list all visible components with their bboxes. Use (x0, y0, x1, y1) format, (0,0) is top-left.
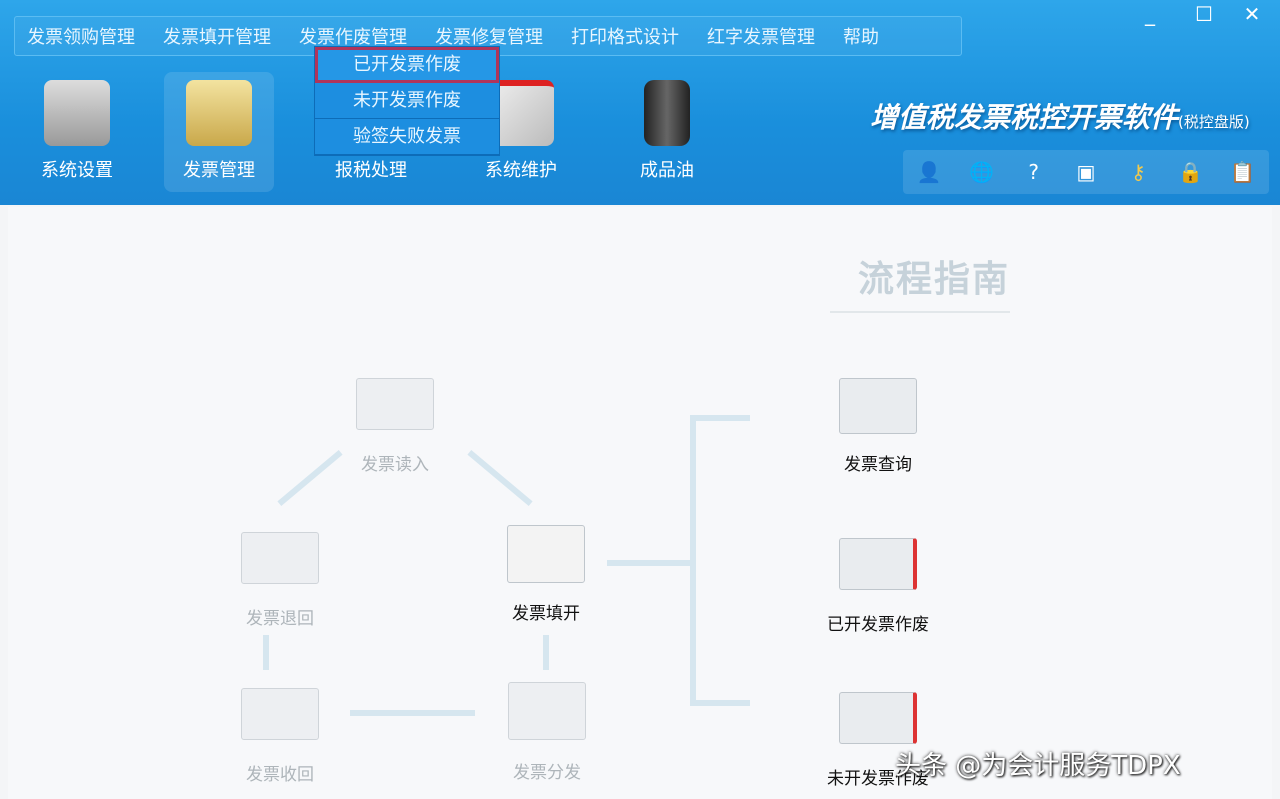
minimize-button[interactable]: _ (1145, 2, 1155, 26)
node-void-unissued[interactable]: 未开发票作废 (808, 692, 948, 789)
node-read[interactable]: 发票读入 (325, 378, 465, 475)
settings-icon (44, 80, 110, 146)
quick-toolbar: 👤 🌐 ? ▣ ⚷ 🔒 📋 (903, 150, 1269, 194)
menu-purchase[interactable]: 发票领购管理 (27, 27, 135, 48)
node-label: 发票读入 (361, 455, 429, 475)
tool-label: 系统维护 (485, 160, 557, 181)
guide-title: 流程指南 (858, 259, 1011, 300)
flow-arrow (690, 415, 750, 421)
dropdown-void-unissued[interactable]: 未开发票作废 (315, 83, 499, 119)
flow-arrow (350, 710, 475, 716)
clipboard-icon[interactable]: 📋 (1230, 160, 1256, 184)
invoice-recover-icon (241, 688, 319, 740)
globe-icon[interactable]: 🌐 (968, 160, 994, 184)
invoice-void-icon (839, 538, 917, 590)
tool-label: 发票管理 (183, 160, 255, 181)
void-dropdown-menu: 已开发票作废 未开发票作废 验签失败发票 (314, 46, 500, 156)
flow-arrow (263, 635, 269, 670)
menu-repair[interactable]: 发票修复管理 (435, 27, 543, 48)
invoice-query-icon (839, 378, 917, 434)
main-panel (8, 207, 1272, 799)
flow-arrow (690, 700, 750, 706)
node-label: 发票填开 (512, 604, 580, 624)
brand-edition: (税控盘版) (1178, 113, 1250, 131)
flow-arrow (543, 635, 549, 670)
key-icon[interactable]: ⚷ (1130, 160, 1146, 184)
node-distribute[interactable]: 发票分发 (477, 682, 617, 783)
tool-label: 系统设置 (41, 160, 113, 181)
oil-barrel-icon (644, 80, 690, 146)
flow-arrow (607, 560, 692, 566)
dropdown-signature-failed[interactable]: 验签失败发票 (315, 119, 499, 155)
node-recover[interactable]: 发票收回 (210, 688, 350, 785)
app-title: 增值税发票税控开票软件(税控盘版) (870, 96, 1250, 136)
tool-system-settings[interactable]: 系统设置 (22, 80, 132, 182)
tool-label: 报税处理 (335, 160, 407, 181)
flow-arrow (690, 415, 696, 705)
lock-icon[interactable]: 🔒 (1178, 160, 1203, 184)
invoice-read-icon (356, 378, 434, 430)
node-label: 发票分发 (513, 763, 581, 783)
node-query[interactable]: 发票查询 (808, 378, 948, 475)
menu-fill[interactable]: 发票填开管理 (163, 27, 271, 48)
node-label: 未开发票作废 (827, 769, 929, 789)
menu-help[interactable]: 帮助 (843, 27, 879, 48)
invoice-return-icon (241, 532, 319, 584)
tool-tax-report[interactable]: 报税处理 (316, 80, 426, 182)
invoice-void-icon (839, 692, 917, 744)
maximize-button[interactable]: ☐ (1195, 2, 1213, 26)
node-return[interactable]: 发票退回 (210, 532, 350, 629)
node-void-issued[interactable]: 已开发票作废 (808, 538, 948, 635)
node-label: 已开发票作废 (827, 615, 929, 635)
header: 发票领购管理 发票填开管理 发票作废管理 发票修复管理 打印格式设计 红字发票管… (0, 0, 1280, 205)
tool-refined-oil[interactable]: 成品油 (612, 80, 722, 182)
brand-title: 增值税发票税控开票软件 (870, 101, 1179, 134)
divider (830, 311, 1010, 313)
menu-void[interactable]: 发票作废管理 (299, 27, 407, 48)
menu-print[interactable]: 打印格式设计 (571, 27, 679, 48)
node-label: 发票查询 (844, 455, 912, 475)
menu-red[interactable]: 红字发票管理 (707, 27, 815, 48)
node-label: 发票退回 (246, 609, 314, 629)
user-icon[interactable]: 👤 (916, 160, 942, 184)
menu-bar: 发票领购管理 发票填开管理 发票作废管理 发票修复管理 打印格式设计 红字发票管… (14, 16, 962, 56)
tool-label: 成品油 (640, 160, 694, 181)
node-label: 发票收回 (246, 765, 314, 785)
help-icon[interactable]: ? (1028, 160, 1040, 184)
invoice-distribute-icon (508, 682, 586, 740)
watermark: 头条 @为会计服务TDPX (895, 751, 1181, 781)
folder-icon (186, 80, 252, 146)
tool-invoice-management[interactable]: 发票管理 (164, 72, 274, 192)
invoice-fill-icon (507, 525, 585, 583)
window-icon[interactable]: ▣ (1076, 160, 1096, 184)
close-button[interactable]: ✕ (1243, 2, 1261, 26)
dropdown-void-issued[interactable]: 已开发票作废 (315, 47, 499, 83)
node-fill[interactable]: 发票填开 (476, 525, 616, 624)
